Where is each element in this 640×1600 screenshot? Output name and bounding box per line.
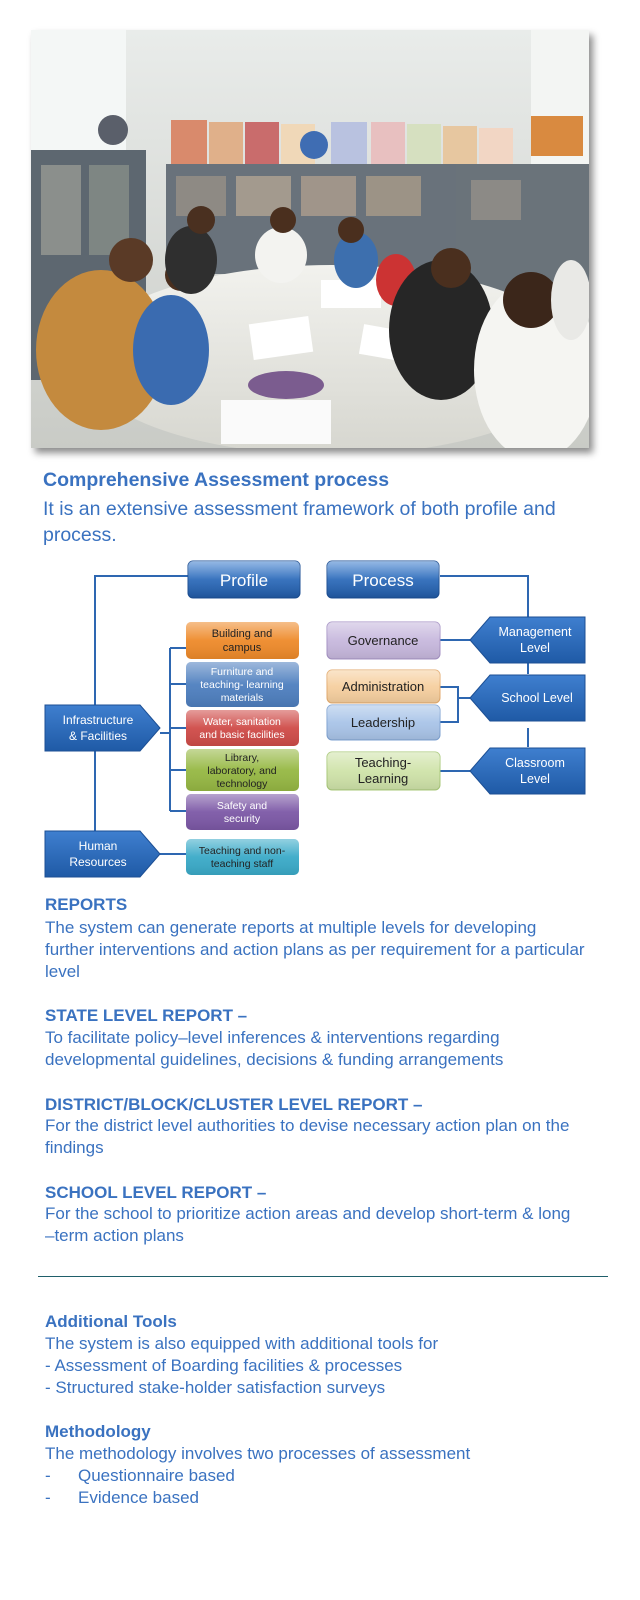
reports-heading: REPORTS (45, 895, 128, 914)
process-header-box: Process (326, 560, 440, 599)
list-item: - Evidence based (45, 1487, 235, 1509)
human-resources-block: Human Resources (44, 830, 161, 878)
profile-item-furniture-line-1: Furniture and (211, 666, 274, 678)
methodology-intro: The methodology involves two processes o… (45, 1444, 471, 1463)
school-report-heading: SCHOOL LEVEL REPORT – (45, 1183, 267, 1202)
school-report-text: For the school to prioritize action area… (45, 1204, 571, 1245)
list-item: - Questionnaire based (45, 1465, 235, 1487)
profile-item-building-line-2: campus (223, 642, 262, 654)
profile-item-library: Library, laboratory, and technology (186, 749, 299, 791)
profile-item-library-line-3: technology (217, 778, 269, 790)
process-item-leadership: Leadership (326, 704, 441, 741)
level-management: Management Level (469, 616, 586, 664)
process-item-governance-label: Governance (348, 633, 419, 648)
profile-item-water-line-1: Water, sanitation (203, 716, 281, 728)
profile-item-water: Water, sanitation and basic facilities (186, 710, 299, 746)
wall-posters (171, 116, 583, 166)
process-item-teaching-learning: Teaching- Learning (326, 751, 441, 791)
level-management-line-2: Level (520, 641, 550, 655)
process-header-label: Process (352, 571, 413, 590)
seated-people (36, 206, 589, 448)
additional-tools-heading: Additional Tools (45, 1312, 177, 1331)
connector-lines (94, 575, 529, 855)
process-item-administration: Administration (326, 669, 441, 704)
process-item-administration-label: Administration (342, 679, 424, 694)
section-divider (38, 1276, 608, 1277)
list-item: - Assessment of Boarding facilities & pr… (45, 1356, 403, 1375)
list-item-text: Questionnaire based (78, 1466, 235, 1485)
human-resources-line-1: Human (79, 839, 118, 853)
list-dash: - (45, 1488, 51, 1507)
profile-item-safety: Safety and security (186, 794, 299, 830)
profile-item-safety-line-1: Safety and (217, 800, 267, 812)
profile-item-water-line-2: and basic facilities (199, 729, 284, 741)
meeting-photo (31, 30, 589, 448)
list-item-text: Evidence based (78, 1488, 199, 1507)
level-classroom: Classroom Level (469, 747, 586, 795)
methodology-list: - Questionnaire based - Evidence based (45, 1465, 235, 1509)
infrastructure-line-2: & Facilities (69, 729, 127, 743)
profile-item-building: Building and campus (186, 622, 299, 659)
profile-item-staff: Teaching and non- teaching staff (186, 839, 299, 875)
infrastructure-line-1: Infrastructure (63, 713, 134, 727)
profile-item-staff-line-2: teaching staff (211, 858, 273, 870)
profile-item-library-line-2: laboratory, and (207, 765, 276, 777)
profile-item-library-line-1: Library, (225, 752, 259, 764)
process-item-teaching-line-1: Teaching- (355, 755, 411, 770)
state-report-text: To facilitate policy–level inferences & … (45, 1028, 504, 1069)
profile-item-building-line-1: Building and (212, 628, 273, 640)
process-item-teaching-line-2: Learning (358, 771, 409, 786)
additional-tools-list: - Assessment of Boarding facilities & pr… (45, 1355, 402, 1399)
level-school: School Level (469, 674, 586, 722)
human-resources-line-2: Resources (69, 855, 126, 869)
profile-header-box: Profile (187, 560, 301, 599)
level-classroom-line-1: Classroom (505, 756, 565, 770)
methodology-heading: Methodology (45, 1422, 151, 1441)
profile-item-furniture: Furniture and teaching- learning materia… (186, 662, 299, 707)
process-item-leadership-label: Leadership (351, 715, 415, 730)
infrastructure-block: Infrastructure & Facilities (44, 704, 161, 752)
profile-item-staff-line-1: Teaching and non- (199, 845, 286, 857)
profile-item-furniture-line-3: materials (221, 692, 264, 704)
profile-item-furniture-line-2: teaching- learning (200, 679, 284, 691)
profile-header-label: Profile (220, 571, 268, 590)
district-report-text: For the district level authorities to de… (45, 1116, 570, 1157)
intro-title: Comprehensive Assessment process (43, 469, 390, 491)
list-dash: - (45, 1466, 51, 1485)
list-item: - Structured stake-holder satisfaction s… (45, 1378, 386, 1397)
state-report-heading: STATE LEVEL REPORT – (45, 1006, 248, 1025)
reports-text: The system can generate reports at multi… (45, 918, 585, 981)
intro-text: It is an extensive assessment framework … (43, 498, 556, 546)
assessment-framework-diagram: Profile Process Infrastructure & Facilit… (0, 556, 640, 886)
level-management-line-1: Management (499, 625, 572, 639)
profile-item-safety-line-2: security (224, 813, 261, 825)
process-item-governance: Governance (326, 621, 441, 660)
district-report-heading: DISTRICT/BLOCK/CLUSTER LEVEL REPORT – (45, 1095, 423, 1114)
additional-tools-intro: The system is also equipped with additio… (45, 1334, 439, 1353)
level-classroom-line-2: Level (520, 772, 550, 786)
level-school-label: School Level (501, 691, 573, 705)
